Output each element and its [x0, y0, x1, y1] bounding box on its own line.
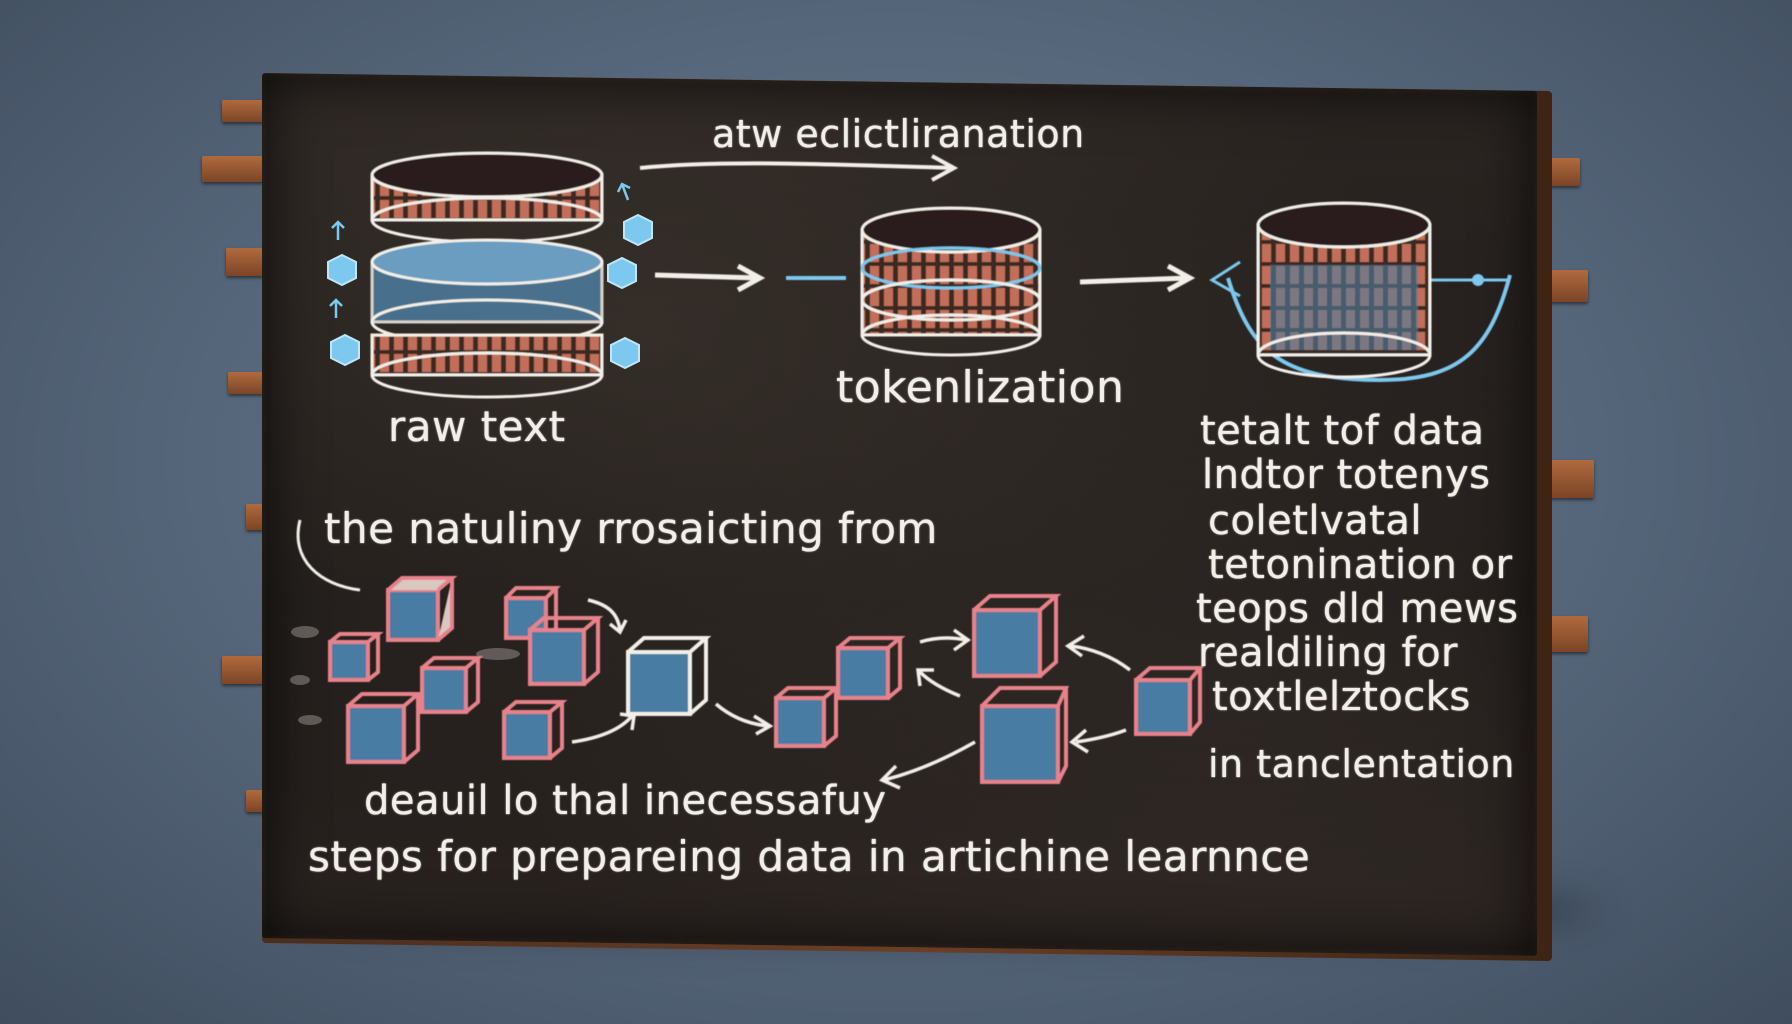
- cube-4: [346, 692, 424, 764]
- cube-7: [502, 700, 568, 760]
- cube-8: [626, 636, 712, 716]
- tokenization-label: tokenlization: [836, 362, 1125, 413]
- middle-caption: the natuliny rrosaicting from: [324, 504, 938, 553]
- token-cubes: [328, 576, 1205, 784]
- cube-arrows: [571, 598, 1132, 790]
- top-arrow-label: atw eclictliranation: [712, 112, 1085, 156]
- right-note-3: coletlvatal: [1208, 498, 1422, 544]
- chalk-smudges: [290, 626, 520, 725]
- cube-9: [774, 686, 842, 748]
- right-note-1: tetalt tof data: [1200, 408, 1485, 454]
- result-container-icon: [1209, 201, 1512, 383]
- bottom-caption-line-2: steps for prepareing data in artichine l…: [308, 832, 1311, 881]
- right-note-2: lndtor totenys: [1202, 452, 1491, 498]
- bottom-caption-line-1: deauil lo thal inecessafuy: [364, 778, 887, 824]
- peg-left-3: [226, 248, 264, 276]
- cube-3: [420, 656, 484, 714]
- right-note-5: teops dld mews: [1196, 586, 1519, 632]
- cube-11: [972, 594, 1062, 678]
- right-note-4: tetonination or: [1208, 542, 1513, 588]
- cube-10: [836, 636, 906, 700]
- arrow-raw-to-token: [654, 263, 846, 293]
- tokenization-ring-icon: [860, 206, 1042, 357]
- raw-text-stack-icon: [370, 151, 604, 399]
- data-node-icons: [327, 213, 653, 370]
- peg-left-4: [228, 372, 264, 394]
- cube-2: [328, 632, 384, 682]
- peg-left-7: [246, 790, 264, 812]
- peg-left-1: [222, 100, 264, 122]
- cube-12: [980, 686, 1070, 784]
- cube-13: [1134, 666, 1205, 736]
- cube-1: [386, 576, 458, 642]
- raw-text-label: raw text: [388, 402, 566, 451]
- top-arrow: [639, 154, 959, 182]
- peg-left-2: [202, 156, 264, 182]
- peg-left-6: [222, 656, 264, 684]
- small-arrow-icons: [329, 182, 631, 318]
- right-note-8: in tanclentation: [1208, 742, 1515, 786]
- right-note-6: realdiling for: [1198, 630, 1458, 676]
- peg-left-5: [246, 504, 264, 530]
- arrow-token-to-result: [1079, 263, 1196, 293]
- caption-pointer: [296, 519, 361, 592]
- cube-6: [528, 616, 604, 686]
- right-note-7: toxtlelztocks: [1212, 674, 1471, 720]
